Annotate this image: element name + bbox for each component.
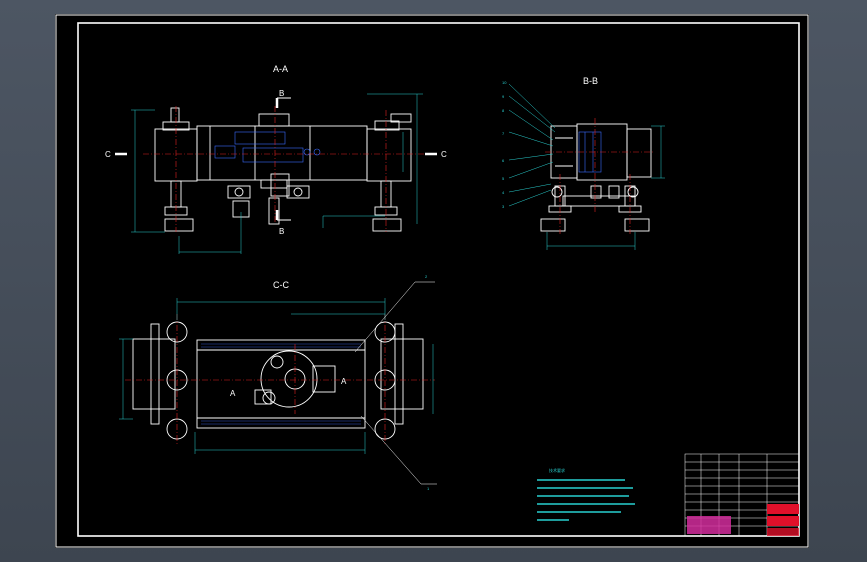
view-cc-dimensions [119,298,434,454]
section-letter-b-bottom: B [279,227,284,236]
section-letter-a-right: A [341,377,347,386]
section-letter-a-left: A [230,389,236,398]
drawing-sheet: A-A [55,14,809,548]
part-number: 3 [502,204,505,209]
part-number: 9 [502,94,505,99]
cc-callout-2: 2 [425,274,428,279]
section-letter-c-right: C [441,150,447,159]
part-number: 5 [502,176,505,181]
section-marks-aa: C C B B [105,89,447,236]
part-number-list: 10 9 8 7 6 5 4 3 [502,80,507,209]
outer-border [55,14,809,548]
part-number: 10 [502,80,507,85]
view-cc-leaders [354,281,437,485]
view-aa-title: A-A [273,64,288,74]
inner-border [77,22,800,537]
tech-requirements: 技术要求 [537,467,635,521]
view-aa-centerlines [143,106,425,232]
view-bb-leaders [508,83,556,207]
view-bb-title: B-B [583,76,598,86]
view-aa-dimensions [131,93,423,254]
section-letter-c-left: C [105,150,111,159]
view-cc-title: C-C [273,280,289,290]
title-block [684,453,800,537]
part-number: 6 [502,158,505,163]
view-bb: B-B [540,76,652,232]
view-bb-centerlines [545,118,655,234]
cc-callout-1: 1 [427,486,430,491]
view-bb-dimensions [546,125,665,250]
part-number: 4 [502,190,505,195]
view-cc: C-C [132,280,424,440]
part-number: 7 [502,131,505,136]
part-number: 8 [502,108,505,113]
view-aa-details [214,131,321,163]
view-cc-hatch [201,343,361,425]
tech-req-title: 技术要求 [549,467,565,473]
section-letter-b-top: B [279,89,284,98]
view-cc-centerlines [125,314,435,444]
